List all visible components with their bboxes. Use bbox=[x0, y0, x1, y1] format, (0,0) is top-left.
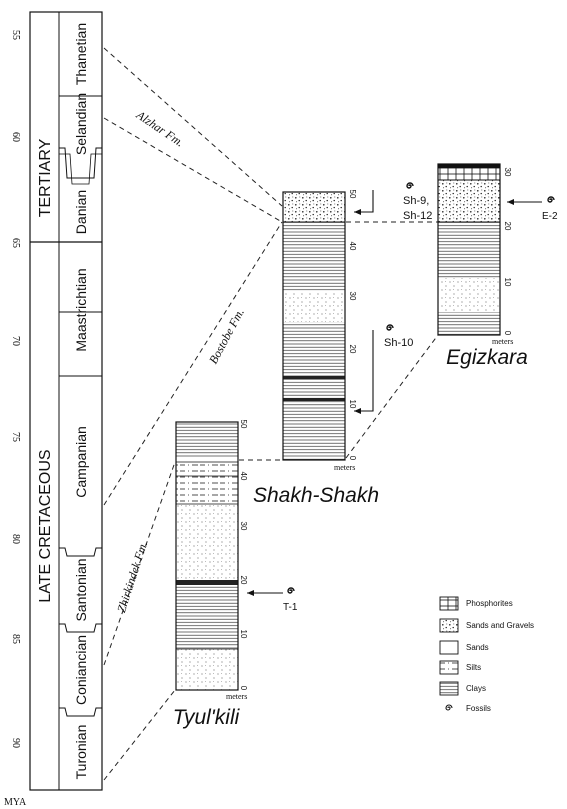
egiz-title: Egizkara bbox=[446, 346, 528, 369]
mya-tick-90: 90 bbox=[10, 738, 21, 748]
tyulkili-title: Tyul'kili bbox=[173, 706, 241, 729]
correlation-lines bbox=[103, 47, 439, 781]
legend-item-silts: Silts bbox=[439, 660, 481, 675]
shakh-tick-0: 0 bbox=[348, 456, 357, 461]
shakh-scale: 0 10 20 30 40 50 bbox=[348, 190, 357, 461]
shakh-units: meters bbox=[334, 463, 355, 472]
legend-item-phosphorites: Phosphorites bbox=[439, 596, 513, 611]
fossil-spiral-icon bbox=[445, 704, 453, 711]
egiz-column-frame bbox=[437, 163, 501, 336]
stage-santonian-label: Santonian bbox=[73, 558, 89, 621]
sand-gravel-pattern-icon bbox=[439, 618, 459, 633]
shakh-tick-40: 40 bbox=[348, 242, 357, 251]
stage-coniancian-label: Coniancian bbox=[73, 635, 89, 705]
egiz-tick-20: 20 bbox=[503, 222, 512, 231]
legend-item-fossils: Fossils bbox=[445, 704, 491, 713]
tyulkili-tick-10: 10 bbox=[239, 630, 248, 639]
era-late-cretaceous-label: LATE CRETACEOUS bbox=[37, 449, 54, 602]
shakh-sample-sh12-label: Sh-12 bbox=[403, 210, 432, 222]
mya-tick-85: 85 bbox=[10, 634, 21, 644]
stage-turonian-label: Turonian bbox=[73, 725, 89, 780]
fossil-spiral-icon bbox=[386, 324, 394, 331]
egiz-tick-0: 0 bbox=[503, 331, 512, 336]
tyulkili-marker-bed bbox=[176, 580, 238, 585]
legend: Phosphorites Sands and Gravels Sands Sil… bbox=[439, 596, 534, 713]
fossil-spiral-icon bbox=[406, 182, 414, 189]
tyulkili-sample-label: T-1 bbox=[283, 602, 298, 613]
egiz-units: meters bbox=[492, 337, 513, 346]
era-tertiary-label: TERTIARY bbox=[37, 138, 54, 217]
tyulkili-scale: 0 10 20 30 40 50 bbox=[239, 420, 248, 691]
stage-maastrichtian-label: Maastrichtian bbox=[73, 268, 89, 351]
fossil-spiral-icon bbox=[547, 196, 555, 203]
tyulkili-clay-middle bbox=[176, 585, 238, 649]
legend-label: Silts bbox=[466, 663, 481, 672]
tyulkili-tick-30: 30 bbox=[239, 522, 248, 531]
stage-campanian-label: Campanian bbox=[73, 426, 89, 498]
egiz-tick-10: 10 bbox=[503, 278, 512, 287]
mya-tick-75: 75 bbox=[10, 432, 21, 442]
silt-pattern-icon bbox=[439, 660, 459, 675]
mya-tick-70: 70 bbox=[10, 336, 21, 346]
shakh-clay-lower bbox=[283, 322, 345, 460]
shakh-tick-50: 50 bbox=[348, 190, 357, 199]
shakh-sand-gravel-top bbox=[283, 192, 345, 222]
tyulkili-clay-top bbox=[176, 422, 238, 458]
shakh-tick-10: 10 bbox=[348, 400, 357, 409]
tyulkili-tick-40: 40 bbox=[239, 472, 248, 481]
tyulkili-sand-lower bbox=[176, 649, 238, 690]
legend-item-sands: Sands bbox=[439, 640, 489, 655]
sand-pattern-icon bbox=[439, 640, 459, 655]
legend-label: Clays bbox=[466, 684, 486, 693]
mya-label: MYA bbox=[4, 797, 27, 808]
tyulkili-column-frame bbox=[175, 421, 239, 691]
shakh-tick-20: 20 bbox=[348, 345, 357, 354]
legend-label: Phosphorites bbox=[466, 599, 513, 608]
legend-item-clays: Clays bbox=[439, 681, 486, 696]
mya-tick-65: 65 bbox=[10, 238, 21, 248]
shakh-title: Shakh-Shakh bbox=[253, 484, 379, 507]
legend-label: Sands and Gravels bbox=[466, 621, 534, 630]
tyulkili-sand-upper bbox=[176, 504, 238, 580]
legend-label: Sands bbox=[466, 643, 489, 652]
section-shakh-shakh: 0 10 20 30 40 50 meters Shakh-Shakh Sh-1… bbox=[253, 182, 432, 507]
egiz-clay-lower bbox=[438, 312, 500, 335]
egiz-tick-30: 30 bbox=[503, 168, 512, 177]
formation-zhirkindek-label: Zhirkindek Fm. bbox=[114, 539, 150, 614]
egiz-scale: 0 10 20 30 bbox=[503, 168, 512, 336]
section-egizkara: 0 10 20 30 meters Egizkara E-2 bbox=[437, 163, 558, 369]
shakh-column-frame bbox=[282, 191, 346, 461]
shakh-clay-upper bbox=[283, 222, 345, 292]
egiz-sand-layer bbox=[438, 278, 500, 312]
egiz-sample-label: E-2 bbox=[542, 211, 558, 222]
legend-label: Fossils bbox=[466, 704, 491, 713]
shakh-sand-layer bbox=[283, 292, 345, 322]
clay-pattern-icon bbox=[439, 681, 459, 696]
timescale-frame bbox=[29, 11, 103, 791]
section-tyulkili: 0 10 20 30 40 50 meters Tyul'kili T-1 bbox=[173, 420, 298, 729]
egiz-sand-gravel-layer bbox=[438, 180, 500, 222]
shakh-tick-30: 30 bbox=[348, 292, 357, 301]
mya-tick-60: 60 bbox=[10, 132, 21, 142]
formation-bostobe-label: Bostobe Fm. bbox=[206, 306, 247, 366]
stage-thanetian-label: Thanetian bbox=[73, 23, 89, 85]
mya-tick-55: 55 bbox=[10, 30, 21, 40]
stage-selandian-label: Selandian bbox=[73, 93, 89, 155]
phosphorite-pattern-icon bbox=[439, 596, 459, 611]
tyulkili-silt-layer bbox=[176, 462, 238, 504]
legend-item-sands-gravels: Sands and Gravels bbox=[439, 618, 534, 633]
shakh-sample-sh10-label: Sh-10 bbox=[384, 337, 413, 349]
tyulkili-tick-0: 0 bbox=[239, 686, 248, 691]
shakh-sample-sh9-label: Sh-9, bbox=[403, 195, 429, 207]
tyulkili-units: meters bbox=[226, 692, 247, 701]
egiz-clay-upper bbox=[438, 222, 500, 278]
tyulkili-tick-50: 50 bbox=[239, 420, 248, 429]
tyulkili-tick-20: 20 bbox=[239, 576, 248, 585]
stage-danian-label: Danian bbox=[73, 190, 89, 234]
fossil-spiral-icon bbox=[287, 587, 295, 594]
timescale: 55 60 65 70 75 80 85 90 MYA TERTIARY LAT… bbox=[4, 11, 103, 808]
mya-tick-80: 80 bbox=[10, 534, 21, 544]
